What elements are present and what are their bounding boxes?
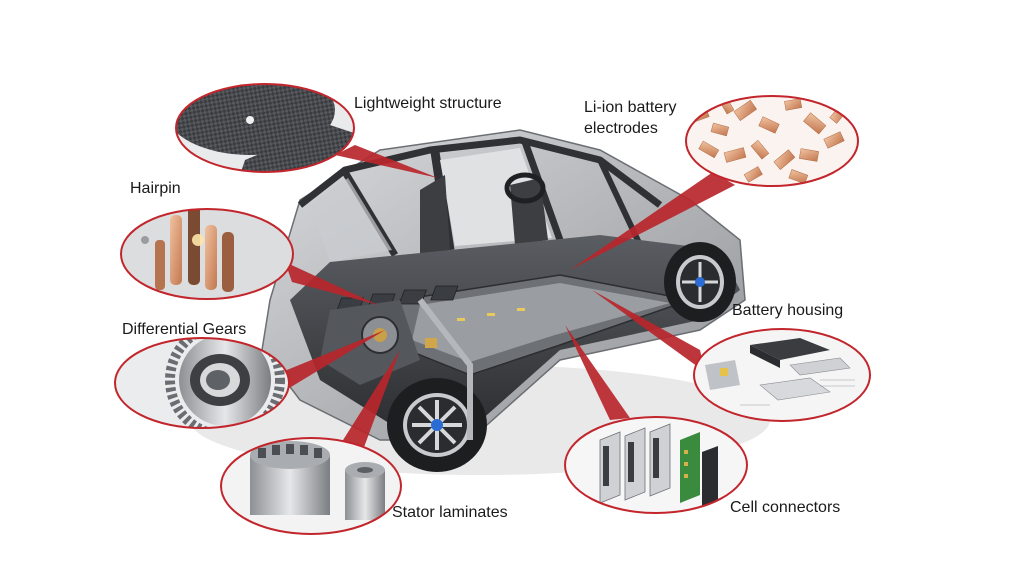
label-cell-connectors: Cell connectors xyxy=(730,499,841,516)
rear-wheel xyxy=(664,242,736,322)
label-differential-gears: Differential Gears xyxy=(122,321,247,338)
callout-lightweight-structure xyxy=(175,83,355,173)
callout-cell-connectors xyxy=(564,416,748,514)
label-li-ion-line2: electrodes xyxy=(584,120,658,137)
label-stator-laminates: Stator laminates xyxy=(392,504,508,521)
label-hairpin: Hairpin xyxy=(130,180,181,197)
callout-battery-housing xyxy=(693,328,871,422)
label-battery-housing: Battery housing xyxy=(732,302,844,319)
label-lightweight-structure: Lightweight structure xyxy=(354,95,502,112)
callout-connectors xyxy=(282,145,735,458)
front-wheel xyxy=(387,378,487,472)
label-li-ion-battery-electrodes: Li-ion battery electrodes xyxy=(584,97,677,139)
callout-differential-gears xyxy=(114,337,290,429)
label-li-ion-line1: Li-ion battery xyxy=(584,99,677,116)
callout-li-ion-electrodes xyxy=(685,95,859,187)
callout-hairpin xyxy=(120,208,294,300)
callout-stator-laminates xyxy=(220,437,402,535)
